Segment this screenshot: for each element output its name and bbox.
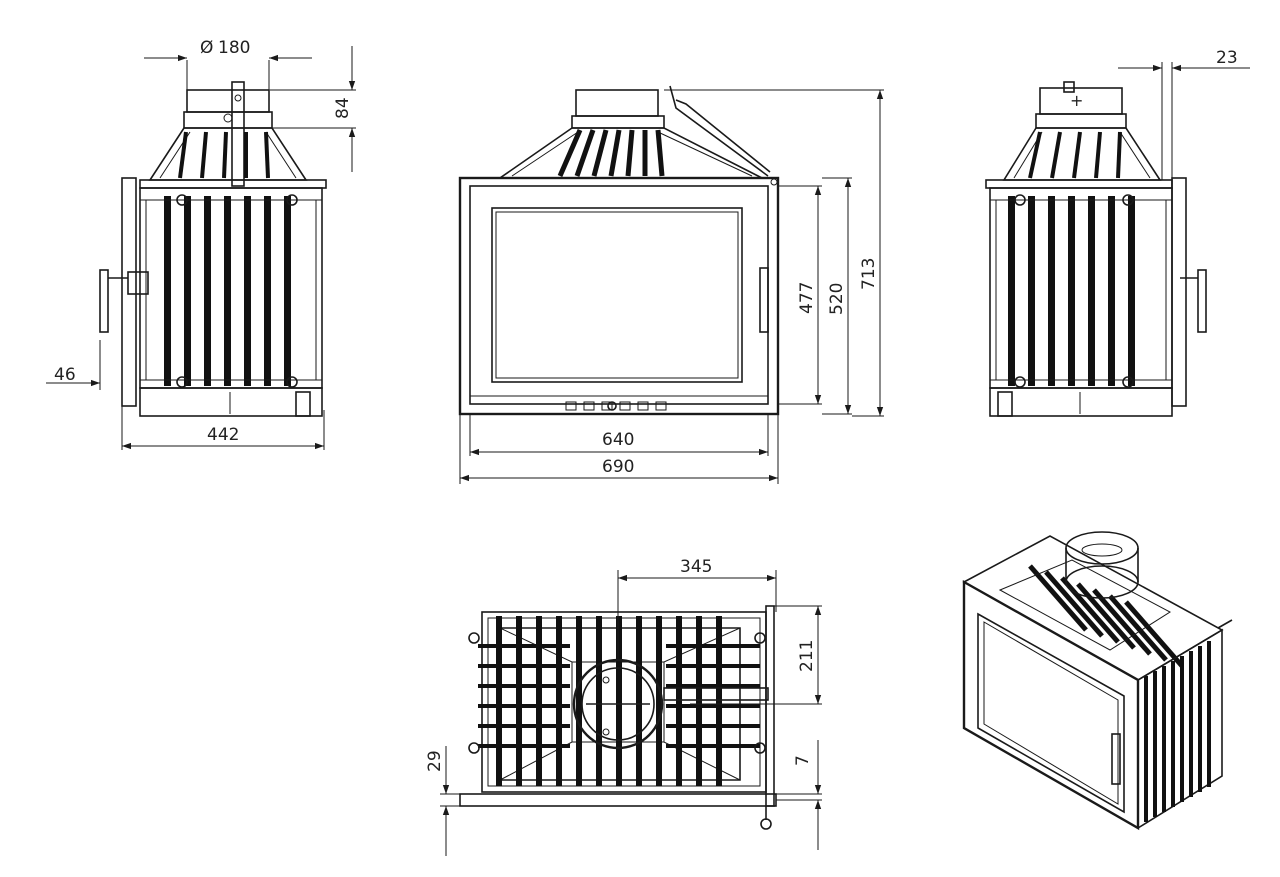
dim-right-offset: 23 [1216,48,1238,68]
air-control [637,401,649,411]
isometric-view [962,531,1233,831]
rib [516,616,522,786]
hood-rib [1028,131,1042,179]
dim-flue-offset-x: 345 [680,557,712,577]
rib [204,196,211,386]
rib [696,616,702,786]
rib [656,616,662,786]
side-view-left [99,81,327,417]
rib [1068,196,1075,386]
dim-flue-diameter-symbol: Ø [200,38,213,58]
rib [164,196,171,386]
air-control [655,401,667,411]
dim-frame-depth: 29 [425,750,445,772]
rib [1048,196,1055,386]
dim-door-height: 520 [827,283,847,315]
hood-rib [625,129,635,177]
hood-rib [1050,131,1062,179]
rib [184,196,191,386]
side-view-right: + [985,81,1207,417]
front-view [458,85,780,416]
rib [496,616,502,786]
dim-overall-width: 690 [602,457,634,477]
dim-side-offset: 46 [54,365,76,385]
hood-rib [1124,600,1184,668]
dim-glass-height: 477 [797,282,817,314]
dim-overall-height: 713 [859,258,879,290]
dim-door-offset: 7 [793,755,813,766]
hood-rib [1076,582,1136,650]
hood-rib [1028,564,1088,632]
rib [1088,196,1095,386]
rib [596,616,602,786]
hood-rib [222,131,228,179]
rib [556,616,562,786]
hood-rib [1116,131,1122,179]
rib [536,616,542,786]
rib [716,616,722,786]
rib [576,616,582,786]
hood-rib [264,131,270,179]
air-control [601,401,613,411]
rib [1008,196,1015,386]
dim-flue-diameter: 180 [218,38,250,58]
hood-rib [200,131,208,179]
hood-rib [1072,131,1082,179]
hood-rib [1094,131,1102,179]
rib [284,196,291,386]
rib [636,616,642,786]
hood-rib [574,129,596,177]
hood-rib [608,129,622,177]
hood-rib [1092,588,1152,656]
hood-rib [557,129,583,177]
rib [244,196,251,386]
rib [616,616,622,786]
rib [1108,196,1115,386]
rib [224,196,231,386]
dim-collar-height: 84 [333,97,353,119]
hood-rib [1060,576,1120,644]
svg-text:+: + [1070,91,1083,110]
rib [1028,196,1035,386]
hood-rib [1044,570,1104,638]
hood-rib [178,131,188,179]
hood-rib [591,129,609,177]
air-control [583,401,595,411]
air-control [565,401,577,411]
dimensions: Ø 180 84 46 442 640 690 [46,38,1250,856]
dim-glass-width: 640 [602,430,634,450]
air-control [619,401,631,411]
dim-flue-offset-y: 211 [797,640,817,672]
rib [264,196,271,386]
dim-depth: 442 [207,425,239,445]
rib [676,616,682,786]
rib [1128,196,1135,386]
hood-rib [1108,594,1168,662]
air-knob [607,401,617,411]
hood-rib [655,129,665,177]
